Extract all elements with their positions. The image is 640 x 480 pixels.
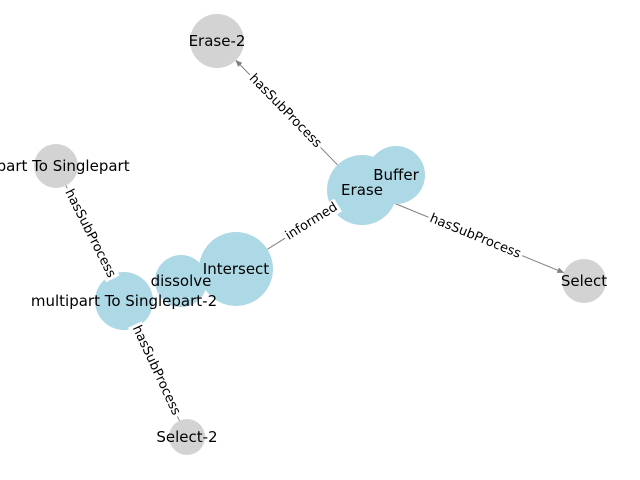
edge-label-text: hasSubProcess [61,187,118,281]
edge-label-background [60,185,120,283]
edge-label-background [425,210,526,263]
node-label-select: Select [561,272,607,290]
node-label-select2: Select-2 [156,428,217,446]
node-intersect[interactable] [199,232,273,306]
node-label-erase: Erase [341,181,383,199]
edge-label-background [128,321,185,420]
edge-label-text: hasSubProcess [427,211,523,262]
node-erase2[interactable] [190,14,244,68]
nodes-layer [34,14,606,455]
edge-label-e2: hasSubProcess [425,210,526,263]
node-label-mts2: multipart To Singlepart-2 [31,292,217,310]
node-dissolve[interactable] [155,255,207,307]
node-label-buffer: Buffer [373,166,419,184]
edge-label-text: informed [283,200,340,244]
node-label-intersect: Intersect [203,260,269,278]
node-mts[interactable] [34,144,78,188]
node-label-mts: ltipart To Singlepart [0,157,130,175]
edge-label-e3: informed [281,198,343,245]
node-label-erase2: Erase-2 [189,32,246,50]
node-label-dissolve: dissolve [151,272,212,290]
edge-label-background [281,198,343,245]
edge-labels-layer: hasSubProcesshasSubProcessinformedhasSub… [60,69,526,420]
node-labels-layer: Erase-2 ltipart To SinglepartBufferEraseS… [0,32,607,446]
edge-label-text: hasSubProcess [129,323,183,418]
edge-label-e5: hasSubProcess [128,321,185,420]
node-select[interactable] [562,259,606,303]
edge-label-e4: hasSubProcess [60,185,120,283]
edge-label-text: hasSubProcess [246,71,325,151]
edge-label-background [244,69,326,153]
edge-label-e1: hasSubProcess [244,69,326,153]
node-select2[interactable] [169,419,205,455]
node-mts2[interactable] [95,272,153,330]
node-erase[interactable] [327,155,397,225]
